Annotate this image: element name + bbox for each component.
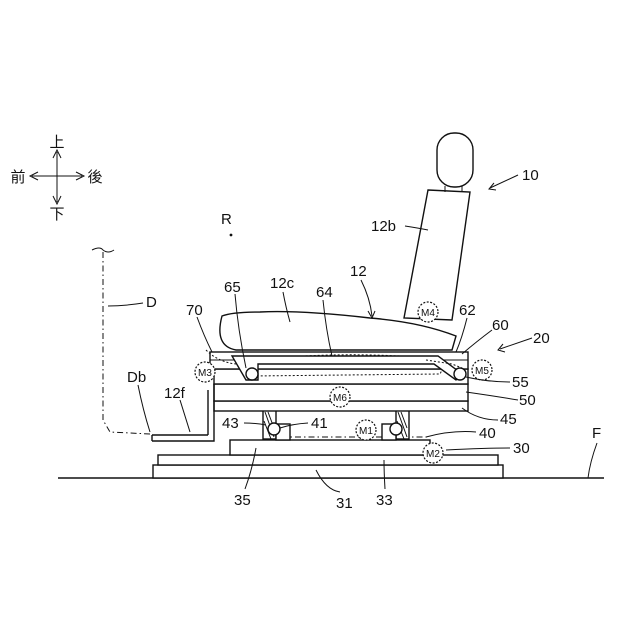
slide-rail-30 — [230, 440, 430, 455]
label-33: 33 — [376, 492, 393, 509]
label-r: R — [221, 211, 232, 228]
label-64: 64 — [316, 284, 333, 301]
roller-right — [390, 423, 402, 435]
label-d: D — [146, 294, 157, 311]
label-12f: 12f — [164, 385, 186, 402]
label-12: 12 — [350, 263, 367, 280]
label-12b: 12b — [371, 218, 396, 235]
label-40: 40 — [479, 425, 496, 442]
motor-m4-label: M4 — [421, 308, 435, 319]
motor-m5: M5 — [472, 360, 492, 380]
label-50: 50 — [519, 392, 536, 409]
motor-m3-label: M3 — [198, 368, 212, 379]
direction-rear-label: 後 — [87, 168, 102, 186]
base-plate-31 — [153, 465, 503, 478]
direction-down-label: 下 — [49, 205, 64, 223]
label-70: 70 — [186, 302, 203, 319]
motor-m6-label: M6 — [333, 393, 347, 404]
label-12c: 12c — [270, 275, 295, 292]
label-f: F — [592, 425, 601, 442]
label-31: 31 — [336, 495, 353, 512]
headrest — [437, 133, 473, 187]
motor-m1: M1 — [356, 420, 376, 440]
label-30: 30 — [513, 440, 530, 457]
motor-m2: M2 — [423, 443, 443, 463]
motor-m1-label: M1 — [359, 426, 373, 437]
motor-m2-label: M2 — [426, 449, 440, 460]
direction-front-label: 前 — [10, 168, 25, 186]
label-62: 62 — [459, 302, 476, 319]
label-35: 35 — [234, 492, 251, 509]
direction-up-label: 上 — [49, 133, 64, 151]
label-db: Db — [127, 369, 146, 386]
label-20: 20 — [533, 330, 550, 347]
base-plate-33 — [158, 455, 498, 465]
label-60: 60 — [492, 317, 509, 334]
label-43: 43 — [222, 415, 239, 432]
label-10: 10 — [522, 167, 539, 184]
label-65: 65 — [224, 279, 241, 296]
label-45: 45 — [500, 411, 517, 428]
motor-m6: M6 — [330, 387, 350, 407]
roller-41 — [268, 423, 280, 435]
motor-m5-label: M5 — [475, 366, 489, 377]
direction-indicator: 上 前 後 下 — [10, 133, 102, 223]
pivot-65 — [246, 368, 258, 380]
motor-m3: M3 — [195, 362, 215, 382]
backrest-12b — [404, 190, 470, 320]
label-55: 55 — [512, 374, 529, 391]
motor-m4: M4 — [418, 302, 438, 322]
pivot-62 — [454, 368, 466, 380]
label-41: 41 — [311, 415, 328, 432]
